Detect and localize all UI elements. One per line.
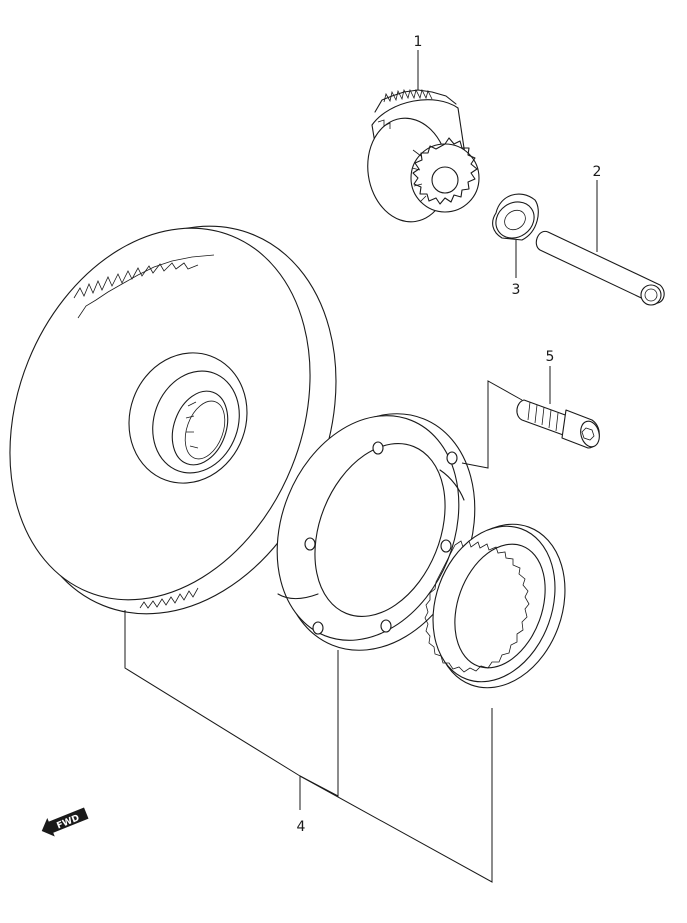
fwd-label: FWD (55, 813, 81, 831)
part-2-shaft (535, 230, 665, 306)
part-3-bushing (492, 193, 539, 241)
part-4-roller-bearing (424, 523, 566, 689)
fwd-arrow-icon (41, 807, 89, 837)
leader-4-bearing (299, 708, 493, 883)
leader-5-bracket (461, 380, 523, 469)
leader-4-housing (299, 650, 339, 797)
callout-5: 5 (546, 349, 555, 365)
leader-4-gear (124, 610, 301, 810)
part-1-idle-gear (367, 88, 480, 223)
callout-4: 4 (297, 819, 306, 835)
part-4-clutch-housing (276, 413, 476, 651)
callout-3: 3 (512, 282, 521, 298)
callout-1: 1 (414, 34, 423, 50)
leader-lines (124, 50, 598, 883)
callout-2: 2 (593, 164, 602, 180)
fwd-arrow-badge: FWD (41, 807, 89, 837)
part-4-driven-gear (9, 225, 337, 615)
part-5-bolt (516, 399, 600, 449)
